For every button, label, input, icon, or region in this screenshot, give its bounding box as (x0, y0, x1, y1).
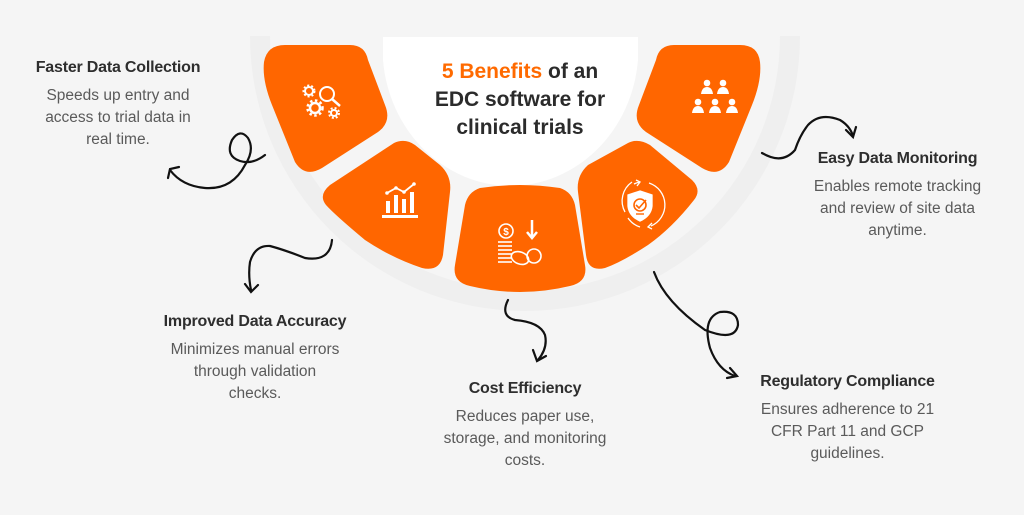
desc-line: through validation (193, 363, 317, 380)
benefit-heading: Easy Data Monitoring (817, 150, 978, 167)
benefit-description: Ensures adherence to 21 CFR Part 11 and … (730, 399, 965, 465)
desc-line: Enables remote tracking (813, 178, 982, 195)
benefit-description: Speeds up entry and access to trial data… (8, 85, 228, 151)
arrowhead-monitoring (844, 125, 858, 140)
desc-line: Reduces paper use, (455, 408, 595, 425)
benefit-description: Reduces paper use, storage, and monitori… (415, 406, 635, 472)
desc-line: and review of site data (819, 200, 976, 217)
benefit-heading: Regulatory Compliance (760, 373, 935, 390)
desc-line: guidelines. (810, 445, 885, 462)
petal-cost-efficiency (454, 185, 586, 292)
shield-check-cycle-icon (621, 179, 666, 230)
coins-down-arrow-icon: $ (498, 220, 542, 266)
benefit-description: Enables remote tracking and review of si… (785, 176, 1010, 242)
desc-line: Speeds up entry and (46, 87, 190, 104)
gears-magnifier-icon (302, 84, 341, 119)
benefit-heading: Cost Efficiency (468, 380, 582, 397)
arrowhead-faster (166, 165, 181, 180)
petal-faster-data-collection (263, 45, 388, 172)
desc-line: Minimizes manual errors (170, 341, 340, 358)
desc-line: Ensures adherence to 21 (760, 401, 935, 418)
desc-line: real time. (86, 131, 150, 148)
arrowhead-accuracy (243, 282, 260, 294)
benefit-regulatory-compliance: Regulatory Compliance Ensures adherence … (730, 372, 965, 465)
benefit-faster-data-collection: Faster Data Collection Speeds up entry a… (8, 58, 228, 151)
arrow-to-faster-data-collection (168, 132, 267, 190)
benefit-description: Minimizes manual errors through validati… (135, 339, 375, 405)
arrow-to-cost-efficiency (504, 298, 547, 362)
desc-line: checks. (228, 385, 282, 402)
desc-line: costs. (504, 452, 546, 469)
benefit-heading: Improved Data Accuracy (163, 313, 347, 330)
desc-line: storage, and monitoring (443, 430, 607, 447)
desc-line: CFR Part 11 and GCP (770, 423, 925, 440)
page-title: 5 Benefits of an EDC software for clinic… (380, 58, 660, 142)
arrowhead-cost (531, 348, 548, 363)
svg-text:$: $ (503, 227, 509, 238)
desc-line: anytime. (868, 222, 927, 239)
arrow-to-regulatory-compliance (652, 270, 740, 378)
benefit-cost-efficiency: Cost Efficiency Reduces paper use, stora… (415, 379, 635, 472)
title-line3: clinical trials (456, 116, 584, 139)
title-highlight: 5 Benefits (441, 60, 543, 83)
center-half-circle-round (383, 37, 638, 165)
arrow-to-easy-data-monitoring (760, 115, 855, 160)
arrow-to-improved-data-accuracy (248, 238, 334, 292)
benefit-heading: Faster Data Collection (35, 59, 201, 76)
desc-line: access to trial data in (45, 109, 191, 126)
benefit-improved-data-accuracy: Improved Data Accuracy Minimizes manual … (135, 312, 375, 405)
team-group-icon (692, 79, 738, 113)
benefit-easy-data-monitoring: Easy Data Monitoring Enables remote trac… (785, 149, 1010, 242)
bar-chart-trend-icon (382, 182, 418, 218)
title-line2: EDC software for (434, 88, 606, 111)
arrowhead-regulatory (725, 366, 740, 380)
title-line1-rest: of an (542, 60, 599, 83)
